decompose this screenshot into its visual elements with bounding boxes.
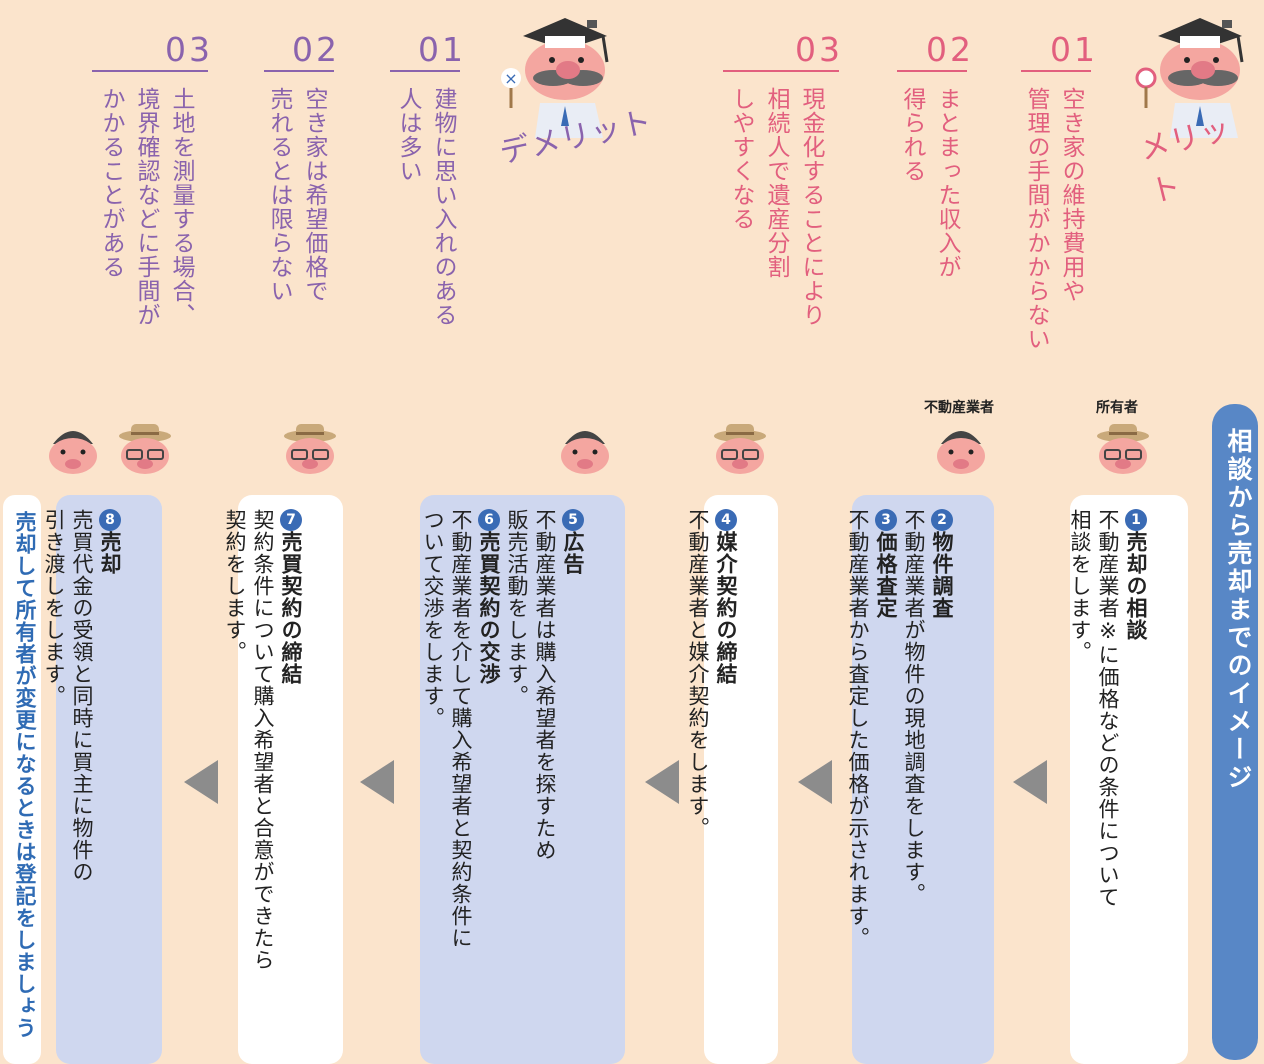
merit-item-1-divider [1021, 70, 1091, 72]
flow-arrow-icon [360, 760, 394, 804]
demerit-item-1-text: 建物に思い入れのある 人は多い [395, 87, 456, 327]
step4-owner-pig-hat-icon [714, 424, 766, 474]
demerit-item-3-text: 土地を測量する場合、 境界確認などに手間が かかることがある [98, 87, 194, 327]
demerit-pig-professor-icon: × [501, 18, 609, 138]
step-8-number-badge: 8 [99, 509, 121, 531]
step-3-desc: 不動産業者から査定した価格が示されます。 [846, 509, 870, 949]
step-5-number-badge: 5 [562, 509, 584, 531]
step-card-8: 8売却 売買代金の受領と同時に買主に物件の 引き渡しをします。 [42, 495, 162, 1064]
step-6-desc: 不動産業者を介して購入希望者と契約条件に ついて交渉をします。 [421, 509, 473, 949]
step-4-desc: 不動産業者と媒介契約をします。 [686, 509, 710, 839]
owner-pig-hat-icon [1097, 424, 1149, 474]
registration-note: 売却して所有者が変更になるときは登記をしましょう [13, 511, 37, 1039]
merit-item-2-text: まとまった収入が 得られる [899, 87, 960, 279]
flow-arrow-icon [1013, 760, 1047, 804]
step-8-desc: 売買代金の受領と同時に買主に物件の 引き渡しをします。 [42, 509, 94, 883]
merit-item-1-number: 01 [1050, 30, 1098, 69]
step-7-desc: 契約条件について購入希望者と合意ができたら 契約をします。 [223, 509, 275, 971]
flow-arrow-icon [184, 760, 218, 804]
step-3-title: 価格査定 [874, 531, 898, 619]
step-4-number-badge: 4 [715, 509, 737, 531]
step-8-title: 売却 [98, 531, 122, 575]
merit-item-3-text: 現金化することにより 相続人で遺産分割 しやすくなる [728, 87, 824, 327]
demerit-item-3-divider [92, 70, 208, 72]
step-6-number-badge: 6 [478, 509, 500, 531]
svg-text:×: × [504, 69, 517, 88]
step-1-title: 売却の相談 [1124, 531, 1148, 641]
flow-arrow-icon [798, 760, 832, 804]
step-7-number-badge: 7 [280, 509, 302, 531]
role-label-agent: 不動産業者 [924, 400, 994, 416]
step-card-1: 1売却の相談 不動産業者※に価格などの条件について 相談をします。 [1068, 495, 1188, 1064]
step-1-desc: 不動産業者※に価格などの条件について 相談をします。 [1068, 509, 1120, 908]
step-3-number-badge: 3 [875, 509, 897, 531]
agent-pig-icon [937, 431, 985, 474]
merit-item-1-text: 空き家の維持費用や 管理の手間がかからない [1023, 87, 1084, 351]
step-7-title: 売買契約の締結 [279, 531, 303, 685]
step-6-title: 売買契約の交渉 [477, 531, 501, 685]
step-2-number-badge: 2 [931, 509, 953, 531]
demerit-item-2-divider [264, 70, 334, 72]
merit-pig-professor-icon [1135, 18, 1244, 138]
merit-item-2-divider [897, 70, 967, 72]
step-2-desc: 不動産業者が物件の現地調査をします。 [902, 509, 926, 905]
step-1-number-badge: 1 [1125, 509, 1147, 531]
demerit-item-1-divider [390, 70, 460, 72]
step-5-title: 広告 [561, 531, 585, 575]
demerit-item-1-number: 01 [418, 30, 466, 69]
step-card-2-3: 2物件調査 不動産業者が物件の現地調査をします。 3価格査定 不動産業者から査定… [846, 495, 994, 1064]
step8-agent-pig-icon [49, 431, 97, 474]
step-2-title: 物件調査 [930, 531, 954, 619]
registration-note-bar: 売却して所有者が変更になるときは登記をしましょう [3, 495, 41, 1064]
step-5-desc: 不動産業者は購入希望者を探すため 販売活動をします。 [505, 509, 557, 861]
step8-owner-pig-hat-icon [119, 424, 171, 474]
step-4-title: 媒介契約の締結 [714, 531, 738, 685]
step-card-4: 4媒介契約の締結 不動産業者と媒介契約をします。 [686, 495, 778, 1064]
step5-agent-pig-icon [561, 431, 609, 474]
demerit-item-3-number: 03 [165, 30, 213, 69]
step7-owner-pig-hat-icon [284, 424, 336, 474]
step-card-5-6: 5広告 不動産業者は購入希望者を探すため 販売活動をします。 6売買契約の交渉 … [420, 495, 625, 1064]
merit-item-2-number: 02 [926, 30, 974, 69]
flow-title: 相談から売却までのイメージ [1224, 428, 1253, 792]
demerit-item-2-text: 空き家は希望価格で 売れるとは限らない [266, 87, 327, 303]
demerit-item-2-number: 02 [292, 30, 340, 69]
merit-item-3-number: 03 [795, 30, 843, 69]
merit-item-3-divider [723, 70, 839, 72]
flow-arrow-icon [645, 760, 679, 804]
step-card-7: 7売買契約の締結 契約条件について購入希望者と合意ができたら 契約をします。 [223, 495, 343, 1064]
role-label-owner: 所有者 [1096, 400, 1138, 416]
flow-title-bar: 相談から売却までのイメージ [1212, 404, 1258, 1060]
